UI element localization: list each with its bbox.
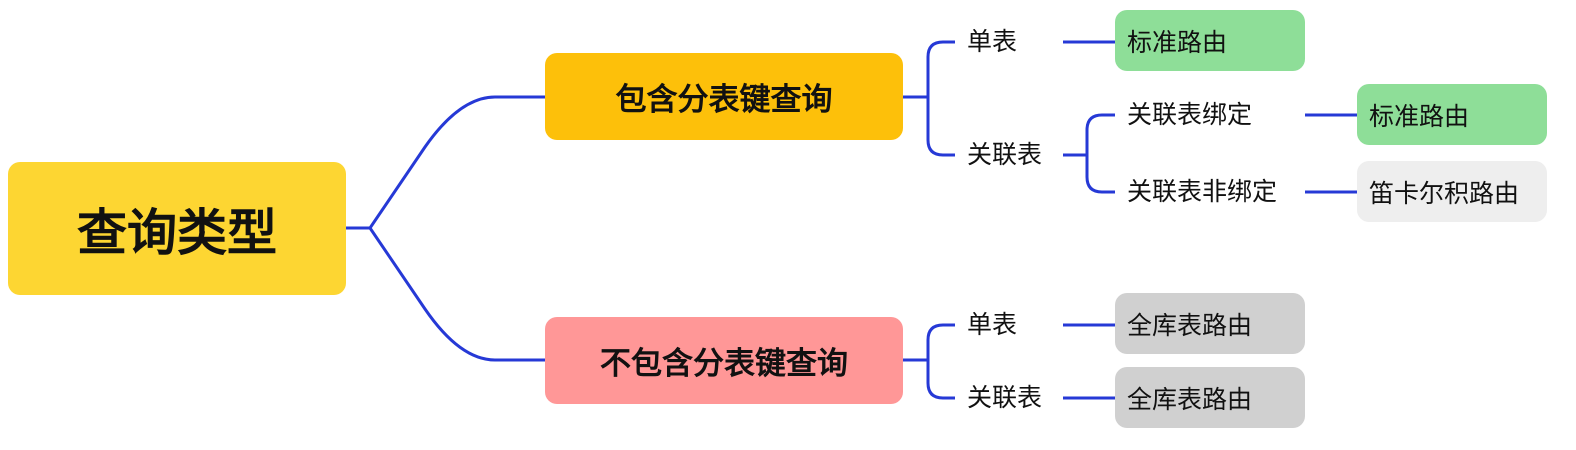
b1-unbound[interactable]: 关联表非绑定 bbox=[1127, 177, 1278, 206]
b1-bound-result[interactable]: 标准路由 bbox=[1357, 84, 1547, 145]
b2-joined-result[interactable]: 全库表路由 bbox=[1115, 367, 1305, 428]
branch-without-shard-key[interactable]: 不包含分表键查询 bbox=[545, 317, 903, 404]
b1-unbound-result[interactable]: 笛卡尔积路由 bbox=[1357, 161, 1547, 222]
connector-b1-joined bbox=[1063, 113, 1115, 194]
b1-single-result[interactable]: 标准路由 bbox=[1115, 10, 1305, 71]
b2-joined-table[interactable]: 关联表 bbox=[967, 383, 1043, 412]
branch-with-shard-key[interactable]: 包含分表键查询 bbox=[545, 53, 903, 140]
connector-root-branch1 bbox=[368, 95, 545, 229]
b1-bound[interactable]: 关联表绑定 bbox=[1127, 100, 1253, 129]
b2-single-result[interactable]: 全库表路由 bbox=[1115, 293, 1305, 354]
connector-branch1 bbox=[903, 40, 955, 157]
b2-single-table[interactable]: 单表 bbox=[967, 310, 1018, 339]
b1-joined-table[interactable]: 关联表 bbox=[967, 140, 1043, 169]
connector-root-branch2 bbox=[368, 227, 545, 362]
connector-branch2 bbox=[903, 323, 955, 400]
b1-single-table[interactable]: 单表 bbox=[967, 27, 1018, 56]
root-node[interactable]: 查询类型 bbox=[8, 162, 346, 295]
